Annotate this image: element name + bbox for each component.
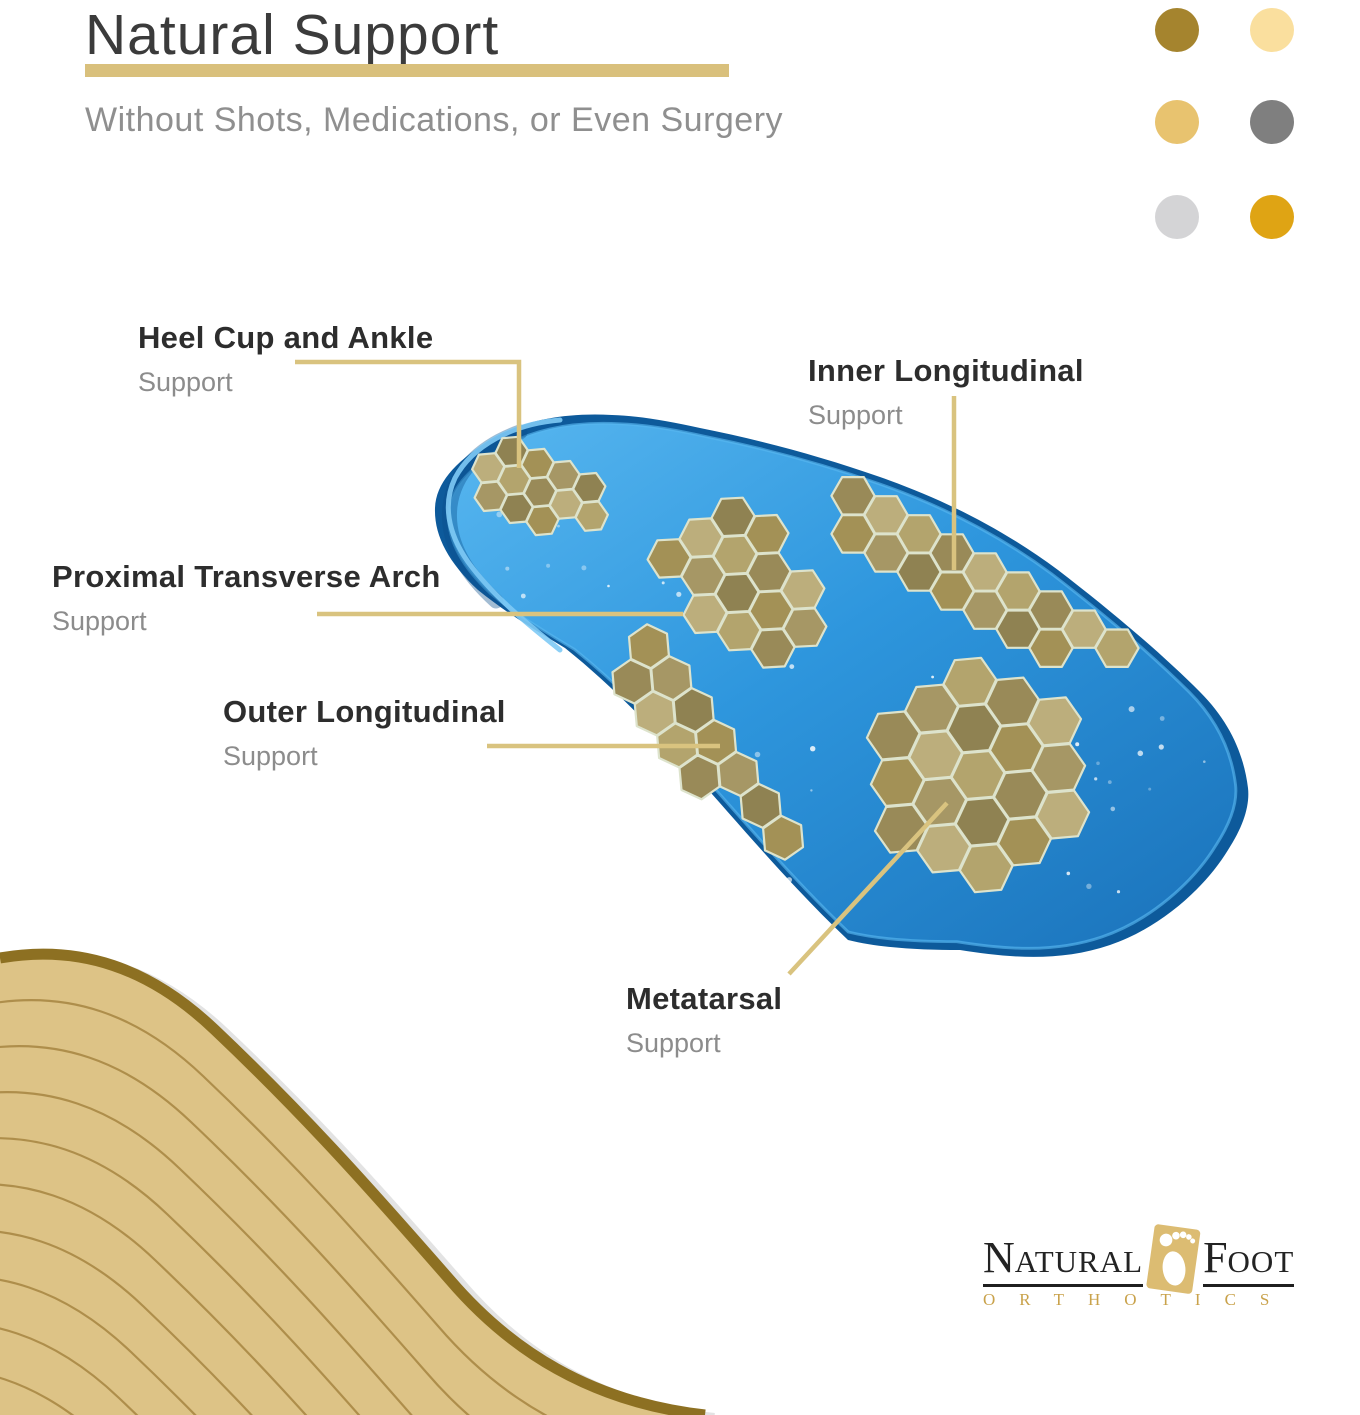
footprint-icon xyxy=(1144,1223,1201,1300)
wave-fill xyxy=(0,954,705,1415)
outer-longitudinal-pad xyxy=(611,623,805,861)
callout-title-heel-cup: Heel Cup and Ankle xyxy=(138,320,434,355)
callout-title-inner-longitudinal: Inner Longitudinal xyxy=(808,353,1084,388)
logo-word-foot: FOOT xyxy=(1203,1236,1295,1287)
callout-title-metatarsal: Metatarsal xyxy=(626,981,783,1016)
callout-label-heel-cup: Heel Cup and Ankle Support xyxy=(138,320,433,398)
metatarsal-pad xyxy=(865,656,1091,894)
proximal-arch-pad xyxy=(646,496,828,669)
logo-word-natural: NATURAL xyxy=(983,1236,1144,1287)
callout-line-heel-cup xyxy=(295,359,522,468)
logo-tagline: ORTHOTICS xyxy=(983,1290,1294,1309)
honeycomb-pads xyxy=(471,435,1140,894)
palette-dot-2 xyxy=(1250,8,1294,52)
palette-dot-6 xyxy=(1250,195,1294,239)
wave-contour-lines xyxy=(0,999,694,1415)
callout-label-inner-longitudinal: Inner Longitudinal Support xyxy=(808,353,1084,431)
palette-dot-3 xyxy=(1155,100,1199,144)
logo-wordmark: NATURAL FOOT xyxy=(983,1224,1349,1294)
heel-cup-rim-highlight xyxy=(445,417,563,653)
palette-dot-4 xyxy=(1250,100,1294,144)
palette-dot-1 xyxy=(1155,8,1199,52)
callout-subtitle-inner-longitudinal: Support xyxy=(808,400,903,430)
wave-ornament xyxy=(0,948,715,1415)
callout-subtitle-proximal-transverse-arch: Support xyxy=(52,606,147,636)
callout-subtitle-metatarsal: Support xyxy=(626,1028,721,1058)
callout-subtitle-heel-cup: Support xyxy=(138,367,233,397)
title-underline xyxy=(85,64,729,77)
wave-edge xyxy=(0,948,706,1415)
callout-label-metatarsal: Metatarsal Support xyxy=(626,981,782,1059)
callout-title-outer-longitudinal: Outer Longitudinal xyxy=(223,694,506,729)
callout-label-proximal-transverse-arch: Proximal Transverse Arch Support xyxy=(52,559,441,637)
heel-pad xyxy=(471,435,610,537)
brand-logo: NATURAL FOOT ORTHOTICS xyxy=(983,1224,1349,1310)
callout-line-metatarsal xyxy=(787,801,949,976)
insole-illustration xyxy=(434,414,1249,957)
inner-longitudinal-pad xyxy=(830,476,1140,669)
page-title: Natural Support xyxy=(85,3,500,67)
palette-dot-5 xyxy=(1155,195,1199,239)
callout-title-proximal-transverse-arch: Proximal Transverse Arch xyxy=(52,559,441,594)
page-subtitle: Without Shots, Medications, or Even Surg… xyxy=(85,101,784,139)
callout-label-outer-longitudinal: Outer Longitudinal Support xyxy=(223,694,506,772)
callout-subtitle-outer-longitudinal: Support xyxy=(223,741,318,771)
